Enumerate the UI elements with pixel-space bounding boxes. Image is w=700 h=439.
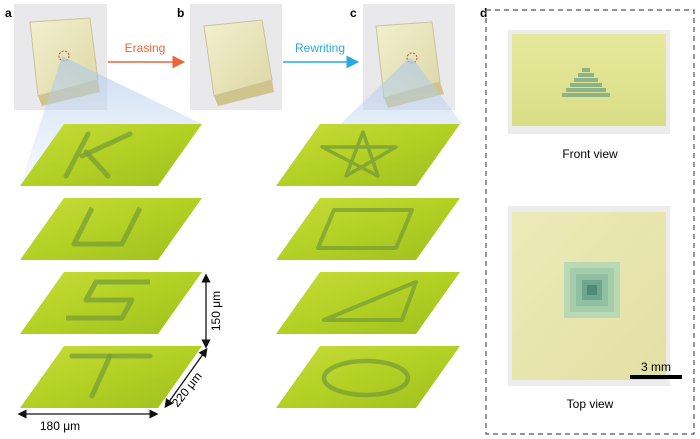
panel-d-frame <box>485 9 695 435</box>
panel-label-c: c <box>350 6 357 20</box>
top-view-photo <box>508 206 670 386</box>
slab-square <box>276 198 460 260</box>
slab-u <box>20 198 202 260</box>
panel-label-b: b <box>177 6 184 20</box>
top-view-caption: Top view <box>567 397 614 411</box>
panel-label-a: a <box>5 6 12 20</box>
rewriting-arrow: Rewriting <box>283 41 360 69</box>
front-view-photo <box>508 30 670 134</box>
erasing-arrow: Erasing <box>108 41 186 69</box>
erasing-label: Erasing <box>125 41 166 55</box>
slab-k <box>20 124 202 186</box>
slab-s <box>20 272 202 334</box>
panel-label-d: d <box>480 6 487 20</box>
slab-circle <box>276 346 460 408</box>
scale-bar: 3 mm <box>630 360 682 379</box>
height-label: 150 μm <box>209 291 223 331</box>
slab-star <box>276 124 460 186</box>
cube-photo-b <box>190 4 282 110</box>
rewriting-label: Rewriting <box>295 41 345 55</box>
slab-stack-c <box>276 124 460 408</box>
width-label: 180 μm <box>40 419 80 433</box>
dimension-width: 180 μm <box>17 409 159 433</box>
front-view-caption: Front view <box>562 147 618 161</box>
scale-bar-label: 3 mm <box>641 360 671 374</box>
slab-t <box>20 346 202 408</box>
slab-triangle <box>276 272 460 334</box>
dimension-height: 150 μm <box>201 273 223 349</box>
slab-stack-a <box>20 124 202 408</box>
